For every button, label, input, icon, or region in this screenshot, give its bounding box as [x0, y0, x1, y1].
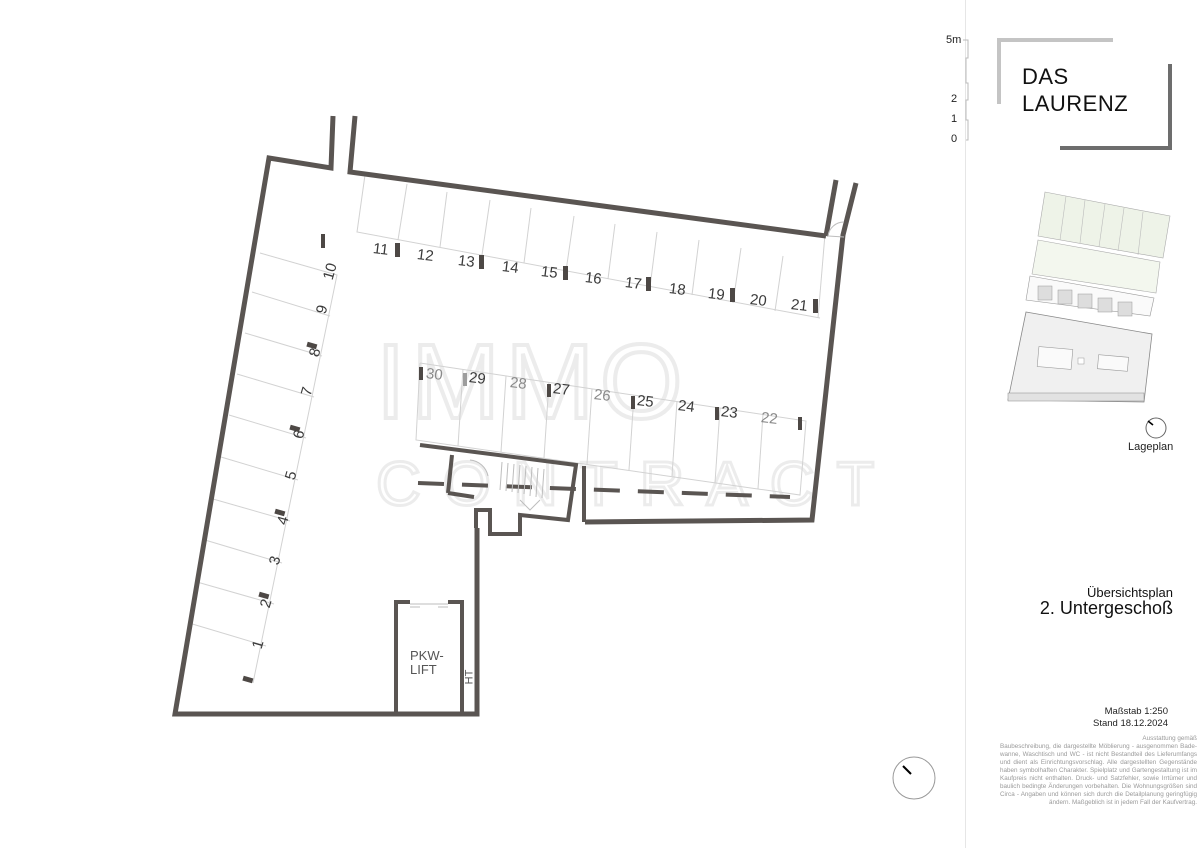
stall-label: 18: [668, 280, 687, 299]
scale-text: Maßstab 1:250: [1104, 706, 1168, 717]
stall-label: 20: [749, 291, 768, 310]
stall-markers: [242, 234, 818, 684]
scale-info: Maßstab 1:250 Stand 18.12.2024: [1093, 706, 1168, 730]
logo-line-1: DAS: [1022, 64, 1069, 89]
plan-title: 2. Untergeschoß: [1039, 598, 1173, 618]
stall-label: 15: [540, 263, 559, 282]
svg-text:IMMO: IMMO: [376, 323, 689, 441]
stall-label: 16: [584, 269, 603, 288]
ht-label: HT: [463, 669, 476, 685]
disclaimer-heading: Ausstattung gemäß: [1142, 735, 1197, 742]
plan-subtitle: Übersichtsplan: [1087, 585, 1173, 600]
scale-label: 2: [951, 93, 958, 105]
site-plan-thumbnail: [1007, 191, 1171, 403]
logo-text: DAS LAURENZ: [1022, 63, 1128, 117]
watermark: IMMO CONTRACT: [374, 321, 896, 521]
stall-label: 25: [636, 392, 655, 411]
stall-label: 17: [624, 274, 643, 293]
scale-label: 0: [951, 133, 958, 145]
lageplan-north-icon: [1145, 417, 1167, 439]
stall-label: 12: [416, 246, 435, 265]
stall-label: 21: [790, 296, 809, 315]
lift-door: [410, 603, 448, 608]
site-plan-label: Lageplan: [1128, 441, 1174, 453]
stall-label: 30: [425, 365, 444, 384]
lift-label: LIFT: [410, 662, 437, 677]
stall-label: 29: [468, 369, 487, 388]
sidebar-divider: [965, 0, 966, 848]
stair-core: [419, 443, 586, 536]
stall-label: 24: [677, 397, 696, 416]
stall-label: 19: [707, 285, 726, 304]
stall-label: 27: [552, 380, 571, 399]
parking-grid-left: [188, 252, 338, 684]
disclaimer: Ausstattung gemäß Baubeschreibung, die d…: [1000, 735, 1197, 807]
date-text: Stand 18.12.2024: [1092, 718, 1168, 729]
stall-label: 13: [457, 252, 476, 271]
parking-grid-middle: [415, 362, 807, 496]
stall-label: 11: [372, 240, 390, 259]
stairs-detail: [469, 459, 545, 511]
stall-label: 22: [760, 409, 779, 428]
lift-label: PKW-: [410, 648, 444, 663]
logo-frame-dark: [1060, 64, 1172, 150]
ramp-line: [417, 481, 791, 499]
north-arrow-icon: [892, 756, 936, 800]
door-top-right: [827, 221, 845, 238]
car-lift: [394, 528, 479, 714]
stall-label: 28: [509, 374, 528, 393]
logo-frame-light: [997, 38, 1113, 104]
logo-line-2: LAURENZ: [1022, 91, 1129, 116]
scale-label: 5m: [946, 34, 962, 46]
stall-label: 14: [501, 258, 520, 277]
scale-label: 1: [951, 113, 958, 125]
stall-label: 23: [720, 403, 739, 422]
stall-label: 26: [593, 386, 612, 405]
svg-text:CONTRACT: CONTRACT: [376, 450, 896, 519]
disclaimer-body: Baubeschreibung, die dargestellte Möblie…: [1000, 743, 1197, 806]
